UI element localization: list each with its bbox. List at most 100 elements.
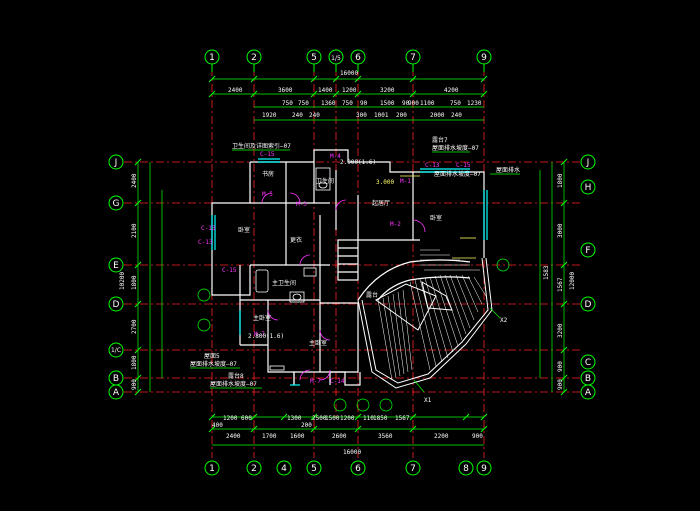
axis-label-right: D bbox=[585, 300, 592, 310]
door-code: M-7 bbox=[254, 331, 265, 338]
axis-label-top: 5 bbox=[311, 53, 317, 63]
top-dim: 750 bbox=[298, 100, 309, 107]
axis-label-right: A bbox=[585, 388, 592, 398]
axis-label-bottom: 4 bbox=[281, 464, 287, 474]
axis-label-left: D bbox=[113, 300, 120, 310]
axis-label-top: 1 bbox=[209, 53, 215, 63]
window-code: C-15 bbox=[456, 162, 471, 169]
top-dim: 200 bbox=[396, 112, 407, 119]
top-dim: 240 bbox=[309, 112, 320, 119]
leaders bbox=[190, 149, 520, 412]
top-dim: 1360 bbox=[321, 100, 336, 107]
top-dim: 300 bbox=[356, 112, 367, 119]
room-name: 书房 bbox=[262, 170, 274, 178]
door-swings bbox=[261, 192, 426, 381]
top-dim: 4200 bbox=[444, 87, 459, 94]
axis-label-right: H bbox=[585, 183, 592, 193]
terrace-hatch bbox=[377, 249, 487, 381]
note: 卫生间及详图索引—07 bbox=[232, 142, 291, 150]
bottom-dim: 1850 bbox=[373, 415, 388, 422]
bottom-dim: 3560 bbox=[378, 433, 393, 440]
window-code: C-15 bbox=[260, 151, 275, 158]
dimension-text: 16000 2400 3600 1400 1200 3200 4200 750 … bbox=[119, 70, 576, 456]
axis-label-left: J bbox=[114, 158, 118, 168]
axis-label-right: C bbox=[585, 358, 591, 368]
axis-label-left: G bbox=[113, 199, 120, 209]
right-dim: 900 bbox=[557, 361, 564, 372]
left-dim: 2700 bbox=[131, 319, 138, 334]
note: 露台8 bbox=[228, 372, 244, 380]
room-labels: 主卧室 卧室 卫生间 书房 起居厅 主卫生间 卧室 更衣 主卧室 露台 bbox=[238, 170, 442, 347]
room-name: 主卧室 bbox=[253, 314, 271, 322]
top-dim: 1500 bbox=[380, 100, 395, 107]
right-dim: 900 bbox=[557, 379, 564, 390]
door-code: M-2 bbox=[390, 221, 401, 228]
top-dim: 3600 bbox=[278, 87, 293, 94]
axis-label-top: 2 bbox=[251, 53, 257, 63]
axis-bubbles bbox=[108, 49, 596, 476]
top-dim: 750 bbox=[282, 100, 293, 107]
bottom-dim: 400 bbox=[212, 422, 223, 429]
right-total-dim: 12000 bbox=[569, 272, 576, 290]
right-dim: 1567 bbox=[557, 277, 564, 292]
top-dim: 750 bbox=[450, 100, 461, 107]
bottom-dim: 600 bbox=[241, 415, 252, 422]
axis-label-bottom: 1 bbox=[209, 464, 215, 474]
bottom-dim: 200 bbox=[301, 422, 312, 429]
bottom-dim: 1300 bbox=[287, 415, 302, 422]
door-code: M-5 bbox=[262, 191, 273, 198]
top-dim: 900 bbox=[408, 100, 419, 107]
top-dim: 750 bbox=[342, 100, 353, 107]
right-dim: 3200 bbox=[557, 323, 564, 338]
code-labels: C-13 C-15 C-13 C-15 C-13 C-15 C-14 M-5 M… bbox=[198, 151, 471, 385]
axis-label-top: 7 bbox=[410, 53, 416, 63]
bottom-dim: 1200 bbox=[340, 415, 355, 422]
left-dim: 2100 bbox=[131, 223, 138, 238]
note: 屋面5 bbox=[204, 353, 220, 360]
axis-label-bottom: 9 bbox=[481, 464, 487, 474]
bottom-dim: 1200 bbox=[223, 415, 238, 422]
room-name: 更衣 bbox=[290, 236, 302, 244]
room-name: 露台 bbox=[366, 291, 378, 299]
top-dim: 1230 bbox=[467, 100, 482, 107]
axis-label-right: B bbox=[585, 374, 591, 384]
top-dim: 90 bbox=[360, 100, 368, 107]
room-name: 主卫生间 bbox=[272, 279, 296, 287]
top-dim: 3200 bbox=[380, 87, 395, 94]
axis-label-top: 9 bbox=[481, 53, 487, 63]
axis-label-right: F bbox=[585, 246, 590, 256]
door-code: M-1 bbox=[400, 178, 411, 185]
room-name: 卧室 bbox=[238, 226, 250, 234]
top-dim: 1400 bbox=[318, 87, 333, 94]
section-symbol: X1 bbox=[424, 397, 432, 404]
left-dim: 2400 bbox=[131, 173, 138, 188]
note: 屋面排水坡度—07 bbox=[210, 380, 257, 388]
axis-label-bottom: 8 bbox=[463, 464, 469, 474]
top-dim: 240 bbox=[451, 112, 462, 119]
right-dim: 1583 bbox=[543, 265, 550, 280]
elevation-mark: 2.800(1.6) bbox=[248, 333, 284, 340]
axis-label-top: 6 bbox=[355, 53, 361, 63]
left-total-dim: 10200 bbox=[119, 272, 126, 290]
bottom-dim: 1700 bbox=[262, 433, 277, 440]
axis-label-right: J bbox=[586, 158, 590, 168]
note: 屋面排水 bbox=[496, 166, 520, 174]
top-dim: 1200 bbox=[342, 87, 357, 94]
top-dim: 1100 bbox=[420, 100, 435, 107]
left-dim: 900 bbox=[131, 379, 138, 390]
top-dim: 90 bbox=[402, 100, 410, 107]
left-dim: 1800 bbox=[131, 355, 138, 370]
note: 屋面排水坡度—07 bbox=[190, 360, 237, 368]
bottom-dim: 2500 bbox=[312, 415, 327, 422]
bottom-dim: 1500 bbox=[325, 415, 340, 422]
axis-label-bottom: 2 bbox=[251, 464, 257, 474]
dimension-lines bbox=[134, 75, 568, 446]
elevation-mark: 3.000 bbox=[376, 179, 394, 186]
room-name: 主卧室 bbox=[309, 339, 327, 347]
axis-label-left: 1/C bbox=[111, 347, 121, 354]
elevation-mark: 2.900(1.6) bbox=[340, 159, 376, 166]
bottom-dim: 110 bbox=[363, 415, 374, 422]
drain-arrows bbox=[400, 175, 476, 259]
top-dim: 1001 bbox=[374, 112, 389, 119]
